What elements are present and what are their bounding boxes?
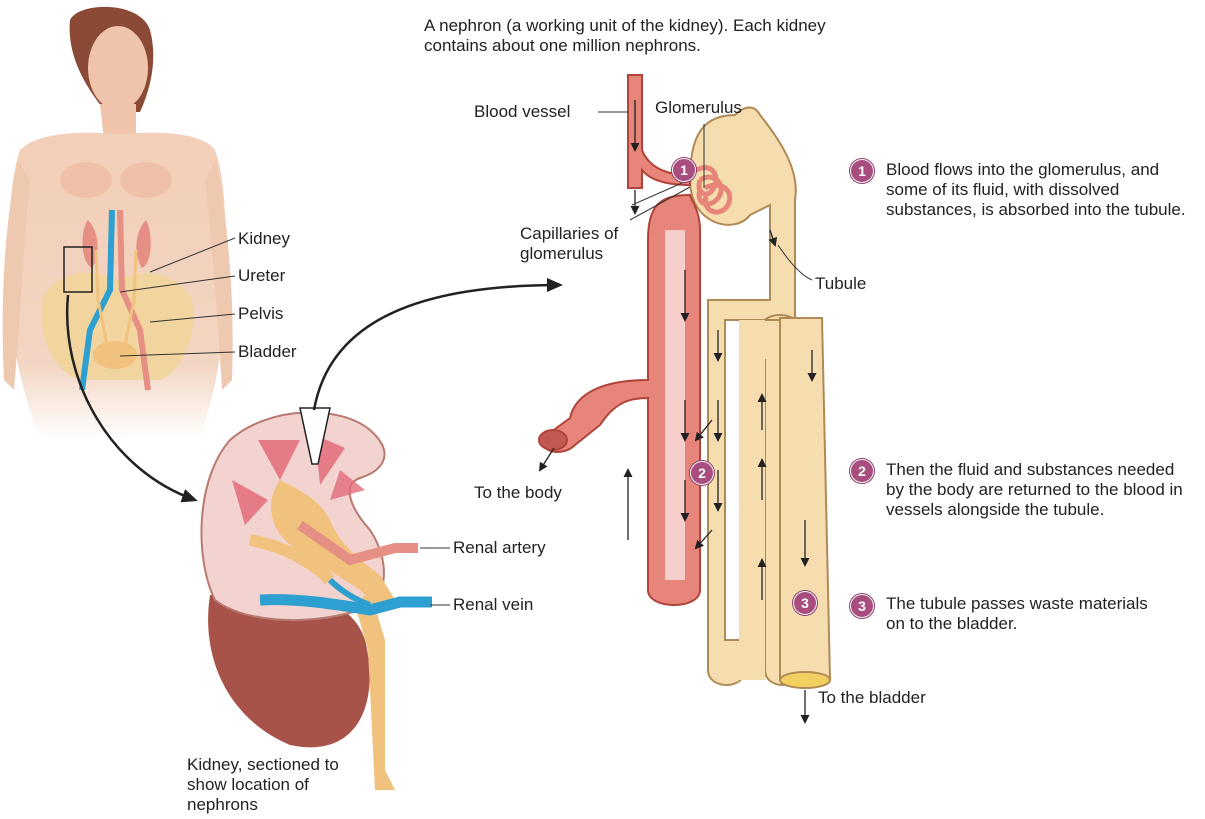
label-glomerulus: Glomerulus [655,98,742,118]
step-2-badge: 2 [850,459,874,483]
label-renal-vein: Renal vein [453,595,533,615]
label-kidney: Kidney [238,229,290,249]
step-1-text: Blood flows into the glomerulus, and som… [886,160,1191,220]
label-pelvis: Pelvis [238,304,283,324]
step-3-badge: 3 [850,594,874,618]
label-to-the-body: To the body [474,483,562,503]
nephron-caption: A nephron (a working unit of the kidney)… [424,16,844,56]
kidney-section-illustration [201,408,432,790]
nephron-step-3-badge: 3 [793,591,817,615]
label-renal-artery: Renal artery [453,538,546,558]
step-2-text: Then the fluid and substances needed by … [886,460,1191,520]
label-capillaries: Capillaries of glomerulus [520,224,645,264]
label-ureter: Ureter [238,266,285,286]
step-1-badge: 1 [850,159,874,183]
zoom-arrow-to-nephron [314,285,560,410]
step-3-text: The tubule passes waste materials on to … [886,594,1166,634]
nephron-step-1-badge: 1 [672,158,696,182]
label-bladder: Bladder [238,342,297,362]
human-figure [3,7,233,440]
label-blood-vessel: Blood vessel [474,102,570,122]
kidney-section-caption: Kidney, sectioned to show location of ne… [187,755,367,815]
label-tubule: Tubule [815,274,866,294]
label-to-the-bladder: To the bladder [818,688,926,708]
nephron-step-2-badge: 2 [690,461,714,485]
